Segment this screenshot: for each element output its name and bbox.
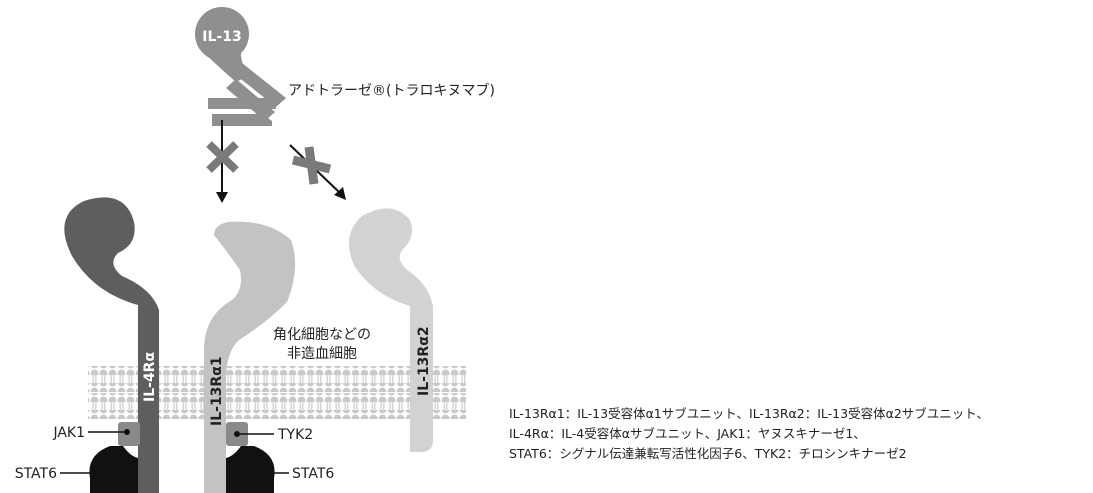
il13ra2-label: IL-13Rα2 (416, 326, 432, 396)
stat6-right-label: STAT6 (292, 466, 334, 482)
legend-line: IL-4Rα：IL-4受容体αサブユニット、JAK1：ヤヌスキナーゼ1、 (509, 426, 866, 441)
legend-line: STAT6：シグナル伝達兼転写活性化因子6、TYK2：チロシンキナーゼ2 (509, 446, 907, 461)
blocked-arrow-il13ra2 (289, 144, 346, 200)
il13ra1-receptor (204, 221, 296, 493)
il4ra-receptor (64, 197, 159, 493)
drug-label: アドトラーゼ®(トラロキヌマブ) (288, 82, 495, 99)
block-x-mark (291, 146, 332, 185)
cell-membrane (88, 366, 466, 419)
legend-line: IL-13Rα1：IL-13受容体α1サブユニット、IL-13Rα2：IL-13… (509, 406, 990, 421)
il13ra1-label: IL-13Rα1 (209, 356, 225, 426)
il13-label: IL-13 (202, 29, 241, 45)
leader-lines (60, 429, 289, 477)
il4ra-label: IL-4Rα (142, 352, 158, 402)
cell-note-line2: 非造血細胞 (287, 346, 357, 362)
stat6-left (89, 446, 138, 493)
block-x-mark (206, 141, 239, 173)
jak1-label: JAK1 (52, 425, 85, 441)
tyk2-label: TYK2 (277, 427, 313, 443)
il13ra2-receptor (348, 208, 433, 452)
abbreviation-legend: IL-13Rα1：IL-13受容体α1サブユニット、IL-13Rα2：IL-13… (509, 404, 1089, 464)
cell-note-line1: 角化細胞などの (273, 327, 371, 343)
antibody (208, 63, 286, 126)
stat6-right (226, 446, 275, 493)
stat6-left-label: STAT6 (15, 466, 57, 482)
